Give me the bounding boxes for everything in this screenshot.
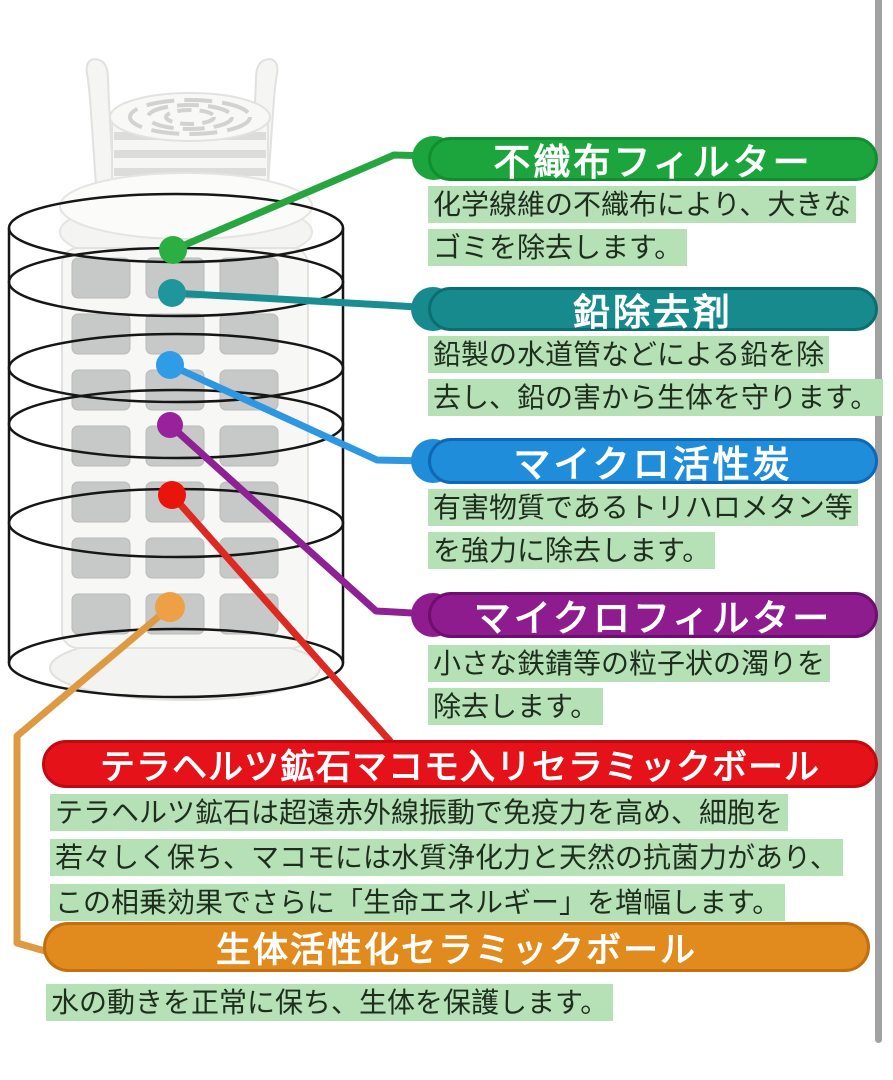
desc-line: 水の動きを正常に保ち、生体を保護します。 [46, 984, 614, 1021]
desc-line: を強力に除去します。 [428, 532, 716, 569]
marker-dot-terahertz-ceramic-ball [158, 481, 186, 509]
cartridge-vent-cap [109, 92, 271, 191]
marker-dot-micro-activated-carbon [156, 351, 184, 379]
desc-terahertz-ceramic-ball: テラヘルツ鉱石は超遠赤外線振動で免疫力を高め、細胞を 若々しく保ち、マコモには水… [50, 794, 843, 929]
label-pill-nonwoven-filter: 不織布フィルター [428, 137, 878, 183]
desc-line: 若々しく保ち、マコモには水質浄化力と天然の抗菌力があり、 [50, 839, 843, 876]
connector-terahertz-ceramic-ball [158, 481, 394, 745]
scrollbar-thumb[interactable] [875, 0, 882, 1043]
desc-line: 去し、鉛の害から生体を守ります。 [428, 379, 884, 416]
desc-line: ゴミを除去します。 [428, 229, 688, 266]
marker-dot-micro-filter [157, 412, 183, 438]
desc-lead-remover: 鉛製の水道管などによる鉛を除 去し、鉛の害から生体を守ります。 [428, 336, 884, 422]
desc-micro-filter: 小さな鉄錆等の粒子状の濁りを 除去します。 [428, 645, 831, 731]
label-pill-micro-filter: マイクロフィルター [428, 592, 878, 639]
desc-micro-activated-carbon: 有害物質であるトリハロメタン等 を強力に除去します。 [428, 489, 858, 575]
label-pill-terahertz-ceramic-ball: テラヘルツ鉱石マコモ入リセラミックボール [42, 740, 878, 788]
marker-dot-bio-activating-ceramic-ball [155, 592, 185, 622]
label-pill-lead-remover: 鉛除去剤 [428, 287, 878, 333]
desc-line: 化学線維の不織布により、大きな [428, 186, 857, 223]
marker-dot-lead-remover [158, 279, 186, 307]
cartridge-illustration [49, 58, 321, 701]
label-pill-micro-activated-carbon: マイクロ活性炭 [428, 438, 878, 485]
desc-line: この相乗効果でさらに「生命エネルギー」を増幅します。 [50, 884, 786, 921]
desc-line: 小さな鉄錆等の粒子状の濁りを [428, 645, 831, 682]
desc-line: 鉛製の水道管などによる鉛を除 [428, 336, 830, 373]
desc-line: 有害物質であるトリハロメタン等 [428, 489, 858, 526]
connector-bio-activating-ceramic-ball [13, 592, 185, 955]
desc-line: テラヘルツ鉱石は超遠赤外線振動で免疫力を高め、細胞を [50, 794, 789, 831]
cartridge-body [61, 247, 309, 649]
desc-nonwoven-filter: 化学線維の不織布により、大きな ゴミを除去します。 [428, 186, 857, 272]
desc-line: 除去します。 [428, 688, 604, 725]
marker-dot-nonwoven-filter [159, 236, 187, 264]
desc-bio-activating-ceramic-ball: 水の動きを正常に保ち、生体を保護します。 [46, 984, 614, 1027]
label-pill-bio-activating-ceramic-ball: 生体活性化セラミックボール [43, 922, 870, 972]
